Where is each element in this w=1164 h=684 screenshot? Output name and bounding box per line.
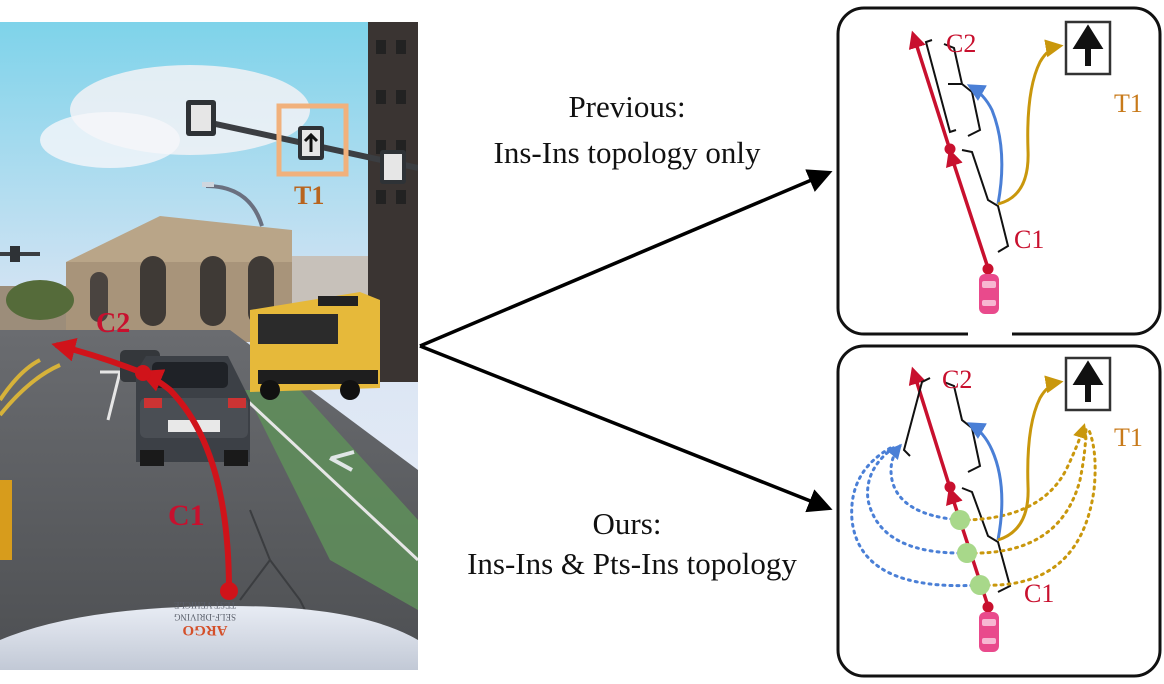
caption-previous-title: Previous: [568, 89, 685, 124]
photo-overlays: ARGO SELF-DRIVING TEST VEHICLE T1 C1 C2 [51, 103, 349, 638]
panel-ours: C2 C1 T1 [836, 344, 1162, 678]
panel-ours-pts-ins-gold-1 [958, 423, 1088, 522]
panel-ours-brace-c1 [961, 487, 1012, 593]
panel-ours-pts-ins-gold-2 [965, 426, 1088, 555]
panel-previous-sign-arrow-icon [1072, 24, 1104, 66]
panel-previous-brace-c2 [924, 39, 962, 134]
panel-ours-point-3 [970, 575, 990, 595]
photo-lane-c2 [51, 338, 145, 376]
panel-ours-pts-ins-blue-2 [866, 444, 969, 555]
panel-ours-start-point [982, 601, 994, 613]
panel-ours-pts-ins-gold-3 [978, 426, 1097, 587]
panel-previous-junction-point [944, 143, 956, 155]
t1-highlight-box [276, 103, 349, 177]
arrow-to-ours [419, 344, 833, 513]
hood-text-brand: ARGO [183, 622, 228, 638]
hood-text-line2: SELF-DRIVING [174, 612, 236, 622]
panel-ours-junction-point [944, 481, 956, 493]
panel-previous-topology-edge [997, 39, 1064, 206]
caption-previous-desc: Ins-Ins topology only [494, 135, 761, 170]
panel-previous-start-point [982, 263, 994, 275]
panel-previous-label-t1: T1 [1114, 89, 1143, 118]
connector-arrows [419, 169, 833, 513]
caption-ours-desc: Ins-Ins & Pts-Ins topology [467, 546, 797, 581]
panel-previous-car-icon [979, 274, 999, 314]
panel-ours-sign-arrow-icon [1072, 360, 1104, 402]
panel-ours-pts-ins-blue-1 [886, 443, 962, 522]
panel-previous-label-c1: C1 [1014, 225, 1044, 254]
panel-ours-label-t1: T1 [1114, 423, 1143, 452]
panel-previous-brace-c1 [961, 149, 1010, 253]
photo-lane-junction-point [135, 365, 151, 381]
photo-label-c1: C1 [168, 499, 205, 532]
caption-ours-title: Ours: [593, 506, 662, 541]
arrow-to-previous [419, 169, 833, 348]
panel-ours-label-c1: C1 [1024, 579, 1054, 608]
panel-previous-lane-c2 [908, 30, 952, 151]
panel-ours-topology-edge [997, 375, 1064, 542]
hood-text-line3: TEST VEHICLE [174, 600, 236, 610]
panel-previous: C2 C1 T1 [836, 6, 1162, 337]
panel-ours-car-icon [979, 612, 999, 652]
panel-previous-lane-c1 [946, 148, 990, 269]
photo-lane-c1 [138, 369, 232, 591]
panel-previous-label-c2: C2 [946, 29, 976, 58]
photo-label-t1: T1 [294, 181, 324, 210]
captions: Previous: Ins-Ins topology only Ours: In… [467, 89, 797, 581]
panel-ours-brace-c2 [902, 377, 931, 457]
panel-ours-pts-ins-blue-3 [850, 444, 982, 588]
photo-lane-start-point [220, 582, 238, 600]
panel-ours-label-c2: C2 [942, 365, 972, 394]
panel-ours-point-1 [950, 510, 970, 530]
panel-ours-point-2 [957, 543, 977, 563]
panel-ours-ins-ins-edge [966, 422, 1004, 541]
photo-label-c2: C2 [96, 308, 130, 339]
panel-previous-ins-ins-edge [966, 84, 1004, 205]
